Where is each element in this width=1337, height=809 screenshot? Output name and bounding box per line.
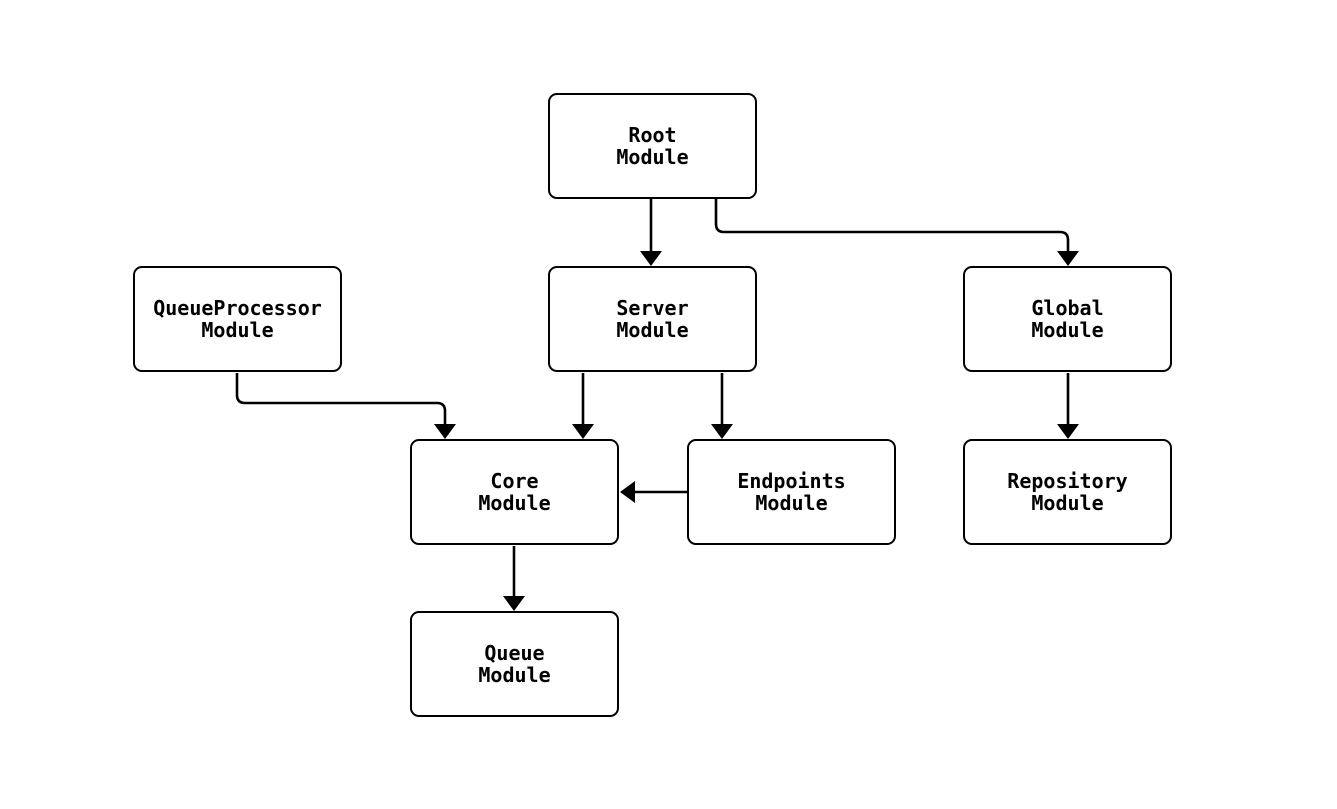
node-repository-module: Repository Module xyxy=(963,439,1172,545)
arrowhead-core-to-queue xyxy=(503,596,525,611)
node-global-module: Global Module xyxy=(963,266,1172,372)
node-queueprocessor-module: QueueProcessor Module xyxy=(133,266,342,372)
node-global-module-label-line2: Module xyxy=(1031,318,1104,342)
node-repository-module-label-line1: Repository xyxy=(1007,469,1128,493)
node-queueprocessor-module-label-line1: QueueProcessor xyxy=(153,296,322,320)
arrowhead-server-to-endpoints xyxy=(711,424,733,439)
arrowhead-server-to-core xyxy=(572,424,594,439)
node-endpoints-module: Endpoints Module xyxy=(687,439,896,545)
arrowhead-root-to-server xyxy=(640,251,662,266)
node-core-module-label-line1: Core xyxy=(490,469,539,493)
node-core-module-label-line2: Module xyxy=(478,491,551,515)
node-endpoints-module-label-line2: Module xyxy=(755,491,828,515)
edge-queueprocessor-to-core xyxy=(235,373,447,425)
node-endpoints-module-label-line1: Endpoints xyxy=(737,469,846,493)
arrowhead-global-to-repository xyxy=(1057,424,1079,439)
arrowhead-queueprocessor-to-core xyxy=(434,424,456,439)
arrowhead-endpoints-to-core xyxy=(620,481,635,503)
node-server-module-label-line1: Server xyxy=(616,296,689,320)
node-root-module-label-line2: Module xyxy=(616,145,689,169)
node-queue-module-label-line1: Queue xyxy=(484,641,545,665)
node-queue-module: Queue Module xyxy=(410,611,619,717)
node-core-module: Core Module xyxy=(410,439,619,545)
node-root-module-label-line1: Root xyxy=(628,123,677,147)
node-repository-module-label-line2: Module xyxy=(1031,491,1104,515)
arrowhead-root-to-global xyxy=(1057,251,1079,266)
node-queueprocessor-module-label-line2: Module xyxy=(201,318,274,342)
node-queue-module-label-line2: Module xyxy=(478,663,551,687)
node-root-module: Root Module xyxy=(548,93,757,199)
node-global-module-label-line1: Global xyxy=(1031,296,1104,320)
node-server-module: Server Module xyxy=(548,266,757,372)
node-server-module-label-line2: Module xyxy=(616,318,689,342)
edge-root-to-global xyxy=(714,199,1070,252)
